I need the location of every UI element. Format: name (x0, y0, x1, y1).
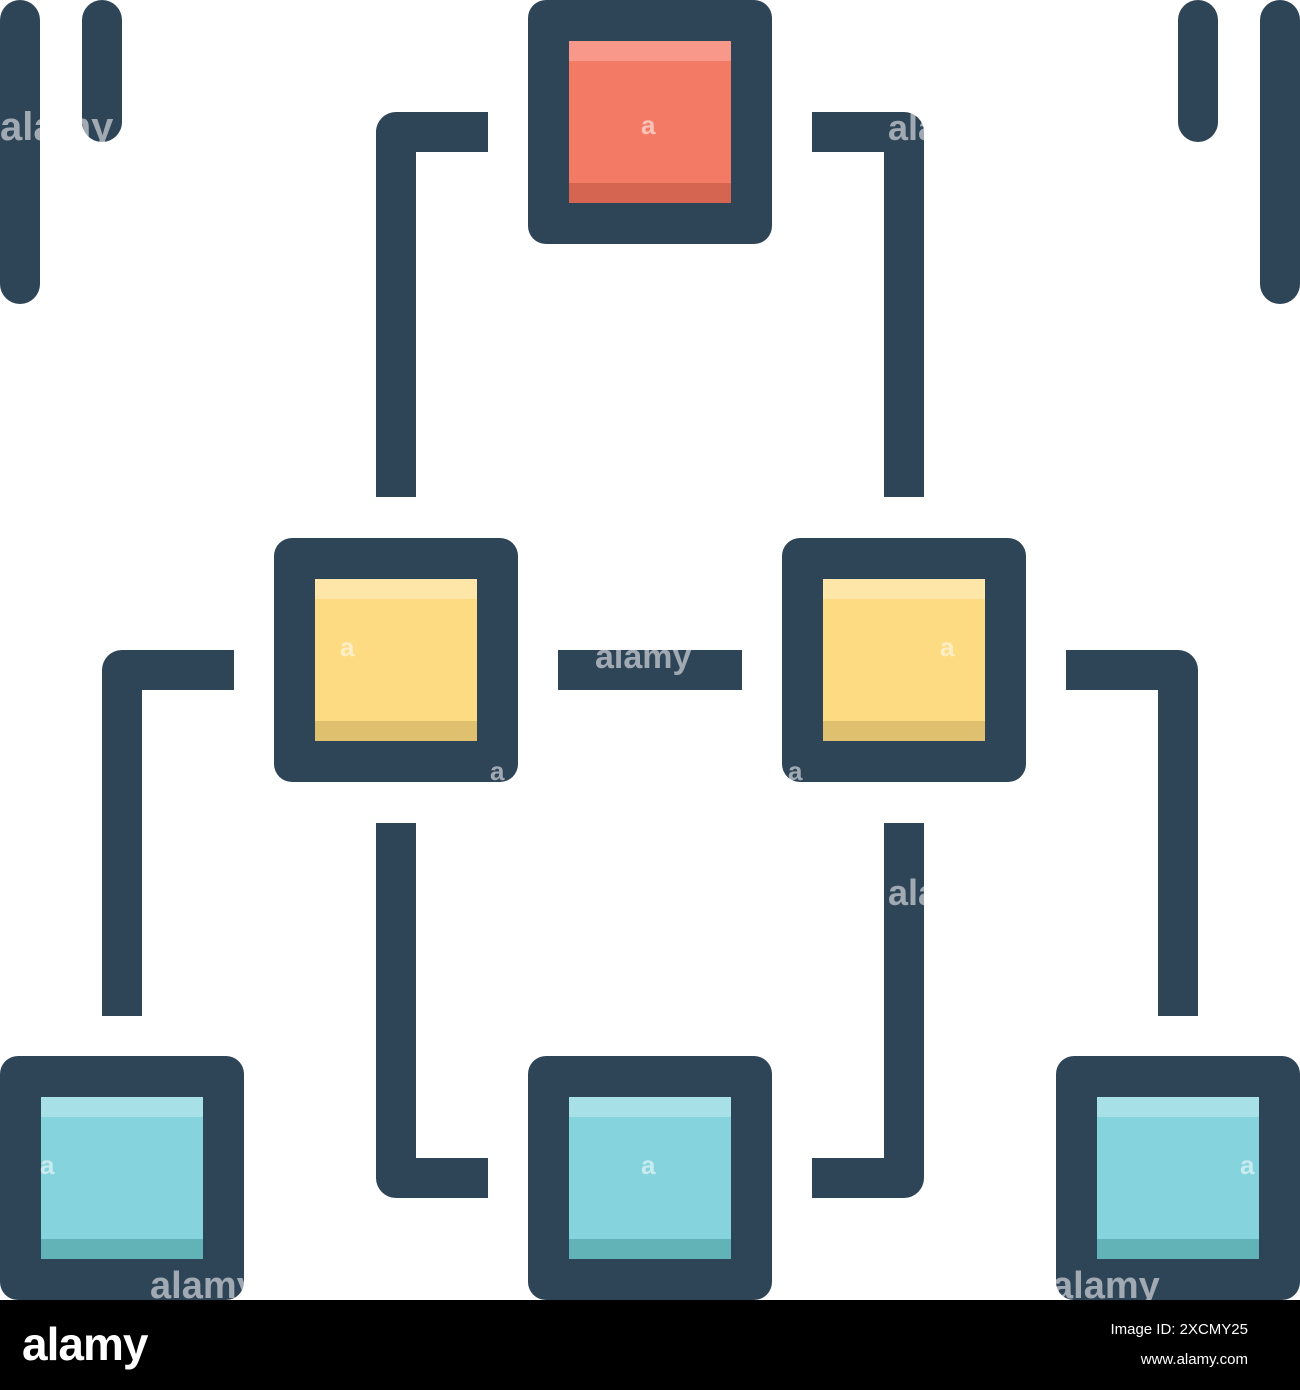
connector-root-to-mid-right (812, 112, 924, 497)
node-shade (1097, 1239, 1259, 1259)
watermark-mark: a (641, 1150, 656, 1180)
node-fill (569, 1097, 731, 1259)
decorative-bars (0, 0, 1300, 304)
node-highlight (41, 1097, 203, 1117)
node-leaf-left (0, 1056, 244, 1300)
hierarchy-diagram: alamy alamy alamy alamy alamy alamy a a … (0, 0, 1300, 1300)
node-shade (569, 1239, 731, 1259)
node-highlight (823, 579, 985, 599)
node-shade (823, 721, 985, 741)
watermark-mark: a (940, 632, 955, 662)
node-fill (569, 41, 731, 203)
deco-bar-right-short (1178, 0, 1218, 142)
deco-bar-right-long (1260, 0, 1300, 304)
node-mid-left (274, 538, 518, 782)
node-highlight (1097, 1097, 1259, 1117)
node-shade (569, 183, 731, 203)
watermark-text: alamy (0, 105, 114, 149)
node-fill (823, 579, 985, 741)
deco-bar-left-short (82, 0, 122, 142)
node-leaf-right (1056, 1056, 1300, 1300)
watermark-text: alamy (1052, 1265, 1160, 1300)
watermarks: alamy alamy alamy alamy alamy alamy a a … (0, 105, 1255, 1300)
watermark-mark: a (40, 1150, 55, 1180)
node-fill (41, 1097, 203, 1259)
connector-mid-right-to-leaf-right (1066, 650, 1198, 1016)
watermark-mark: a (490, 756, 505, 786)
connector-mid-left-to-leaf-center (376, 823, 488, 1198)
brand-logo: alamy (22, 1318, 148, 1370)
watermark-mark: a (1240, 1150, 1255, 1180)
watermark-mark: a (340, 632, 355, 662)
site-url: www.alamy.com (1140, 1351, 1248, 1368)
node-shade (41, 1239, 203, 1259)
watermark-text: alamy (150, 1265, 258, 1300)
node-highlight (569, 1097, 731, 1117)
node-fill (315, 579, 477, 741)
image-id-label: Image ID: 2XCMY25 (1110, 1321, 1248, 1338)
watermark-mark: a (788, 756, 803, 786)
node-leaf-center (528, 1056, 772, 1300)
node-root (528, 0, 772, 244)
connector-mid-left-to-leaf-left (102, 650, 234, 1016)
watermark-mark: a (641, 110, 656, 140)
node-mid-right (782, 538, 1026, 782)
deco-bar-left-long (0, 0, 40, 304)
connector-mid-right-to-leaf-center (812, 823, 924, 1198)
connector-root-to-mid-left (376, 112, 488, 497)
watermark-text: alamy (595, 638, 691, 676)
node-fill (1097, 1097, 1259, 1259)
node-highlight (315, 579, 477, 599)
footer-bar: alamy Image ID: 2XCMY25 www.alamy.com (0, 1300, 1300, 1390)
node-shade (315, 721, 477, 741)
connectors (102, 112, 1198, 1198)
node-highlight (569, 41, 731, 61)
watermark-text: alamy (888, 107, 990, 148)
watermark-text: alamy (888, 872, 990, 913)
